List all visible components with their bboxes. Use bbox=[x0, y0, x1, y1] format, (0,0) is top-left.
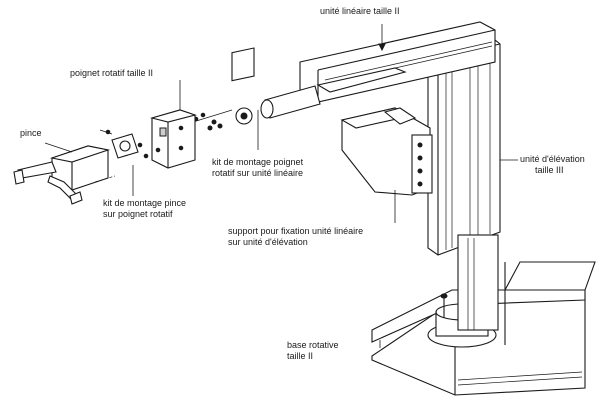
rotary-wrist bbox=[149, 109, 197, 169]
label-wrist-kit-line2: rotatif sur unité linéaire bbox=[212, 168, 304, 178]
rotary-base bbox=[371, 261, 596, 396]
label-rotary-wrist: poignet rotatif taille II bbox=[70, 68, 154, 78]
label-linear-unit: unité linéaire taille II bbox=[320, 6, 400, 16]
linear-unit bbox=[299, 21, 496, 103]
label-gripper: pince bbox=[20, 128, 42, 138]
label-elevation-line1: unité d'élévation bbox=[520, 154, 585, 164]
label-support-line1: support pour fixation unité linéaire bbox=[228, 226, 364, 236]
mounting-support bbox=[340, 107, 433, 196]
label-elevation-line2: taille III bbox=[535, 165, 564, 175]
label-base-line1: base rotative bbox=[287, 340, 339, 350]
label-gripper-kit-line1: kit de montage pince bbox=[103, 198, 187, 208]
label-support-line2: sur unité d'élévation bbox=[228, 237, 308, 247]
label-gripper-kit-line2: sur poignet rotatif bbox=[103, 209, 173, 219]
wrist-mounting-kit bbox=[192, 47, 255, 131]
label-base-line2: taille II bbox=[287, 351, 314, 361]
gripper bbox=[13, 145, 111, 205]
elevation-unit bbox=[427, 35, 501, 331]
leader-lines bbox=[44, 24, 518, 348]
output-shaft bbox=[260, 85, 321, 119]
gripper-mounting-kit bbox=[99, 129, 149, 159]
label-wrist-kit-line1: kit de montage poignet bbox=[212, 157, 304, 167]
assembly-axis bbox=[94, 175, 116, 183]
